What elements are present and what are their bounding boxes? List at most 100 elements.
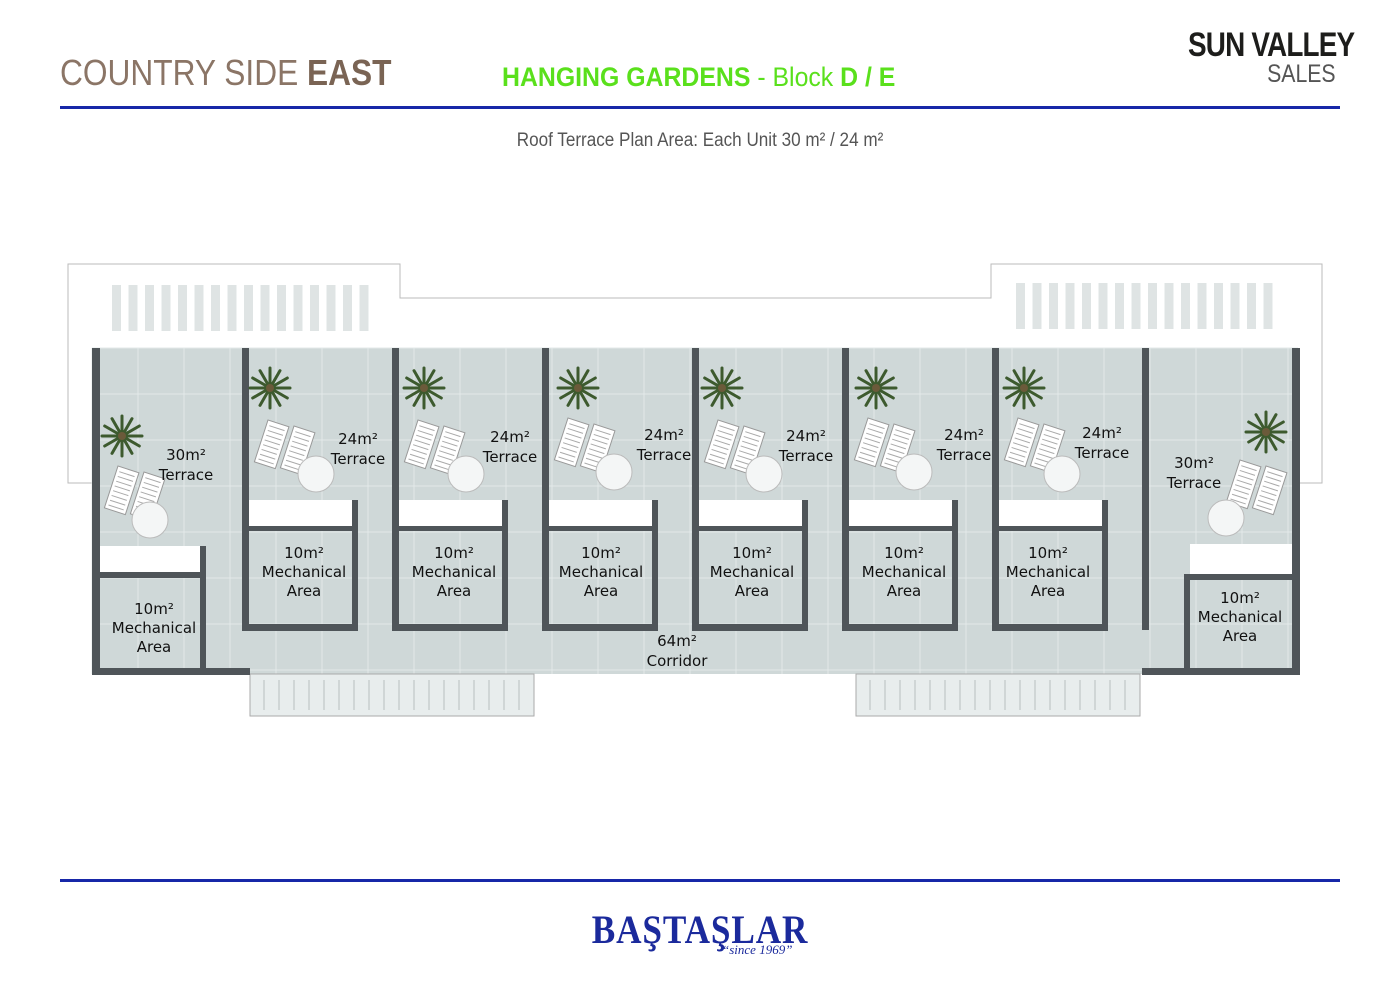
lounger-slat bbox=[1008, 456, 1024, 463]
wall bbox=[999, 526, 1102, 531]
lounger-slat bbox=[419, 425, 435, 432]
counter bbox=[549, 500, 652, 526]
lounger-slat bbox=[892, 438, 908, 445]
counter bbox=[249, 500, 352, 526]
solar-panel bbox=[1197, 283, 1207, 329]
mechanical-area-value: 10m² bbox=[1028, 544, 1068, 562]
mechanical-label: Mechanical bbox=[559, 563, 643, 581]
lounger-slat bbox=[290, 445, 307, 452]
footer: BAŞTAŞLAR “since 1969” bbox=[0, 906, 1400, 957]
wall bbox=[699, 526, 802, 531]
wall bbox=[652, 500, 658, 631]
lounger-slat bbox=[445, 431, 461, 438]
lounger-frame bbox=[1003, 417, 1040, 468]
lounger-frame bbox=[703, 419, 740, 470]
lounger-slat bbox=[738, 450, 755, 457]
solar-panel bbox=[359, 285, 369, 331]
mechanical-area-value: 10m² bbox=[732, 544, 772, 562]
mechanical-label: Area bbox=[887, 582, 922, 600]
sun-lounger-icon bbox=[403, 419, 440, 470]
mechanical-label: Mechanical bbox=[862, 563, 946, 581]
lounger-slat bbox=[866, 432, 882, 439]
wall bbox=[849, 526, 952, 531]
solar-panel bbox=[260, 285, 270, 331]
sun-lounger-icon bbox=[853, 417, 890, 468]
solar-panel bbox=[161, 285, 171, 331]
lounger-frame bbox=[853, 417, 890, 468]
mechanical-label: Mechanical bbox=[412, 563, 496, 581]
wall bbox=[392, 624, 508, 631]
palm-trunk bbox=[574, 384, 582, 392]
bastaslar-logo: BAŞTAŞLAR bbox=[591, 907, 809, 952]
solar-panel bbox=[1247, 283, 1256, 329]
lounger-slat bbox=[409, 453, 426, 460]
counter bbox=[849, 500, 952, 526]
lounger-slat bbox=[288, 450, 305, 457]
lounger-slat bbox=[116, 480, 132, 487]
wall bbox=[1184, 574, 1190, 670]
mechanical-label: Mechanical bbox=[1198, 608, 1282, 626]
lounger-slat bbox=[562, 442, 579, 449]
palm-plant-icon bbox=[100, 414, 144, 458]
lounger-slat bbox=[1042, 438, 1058, 445]
umbrella-icon bbox=[895, 453, 933, 491]
palm-plant-icon bbox=[854, 366, 898, 410]
lounger-slat bbox=[1238, 474, 1254, 481]
wall bbox=[842, 348, 849, 630]
lounger-slat bbox=[1040, 443, 1057, 450]
lounger-slat bbox=[712, 444, 729, 451]
mechanical-label: Mechanical bbox=[112, 619, 196, 637]
sun-lounger-icon bbox=[703, 419, 740, 470]
lounger-slat bbox=[285, 459, 302, 466]
lounger-slat bbox=[559, 451, 576, 458]
wall bbox=[549, 526, 652, 531]
wall bbox=[249, 526, 352, 531]
lounger-slat bbox=[261, 448, 277, 455]
lounger-slat bbox=[592, 438, 608, 445]
lounger-slat bbox=[893, 433, 910, 440]
mechanical-label: Mechanical bbox=[262, 563, 346, 581]
lounger-slat bbox=[119, 471, 135, 478]
lounger-slat bbox=[590, 443, 607, 450]
terrace-label: Terrace bbox=[1166, 474, 1222, 492]
solar-panel bbox=[112, 285, 121, 331]
wall bbox=[992, 348, 999, 630]
wall bbox=[242, 624, 358, 631]
solar-panel bbox=[1181, 283, 1190, 329]
lounger-slat bbox=[1265, 475, 1282, 482]
wall bbox=[1142, 348, 1149, 630]
wall bbox=[392, 348, 399, 630]
sun-lounger-icon bbox=[1251, 465, 1288, 516]
solar-panel bbox=[145, 285, 154, 331]
lounger-slat bbox=[266, 434, 282, 441]
lounger-slat bbox=[864, 437, 881, 444]
lounger-slat bbox=[742, 440, 758, 447]
mechanical-label: Area bbox=[287, 582, 322, 600]
wall bbox=[92, 668, 250, 675]
lounger-frame bbox=[879, 423, 916, 474]
lounger-slat bbox=[1014, 437, 1031, 444]
wall bbox=[200, 546, 206, 670]
lounger-slat bbox=[1017, 427, 1034, 434]
lounger-slat bbox=[267, 429, 284, 436]
wall bbox=[242, 348, 249, 630]
solar-panel bbox=[227, 285, 237, 331]
lounger-slat bbox=[1267, 471, 1283, 478]
lounger-slat bbox=[858, 456, 874, 463]
lounger-slat bbox=[862, 442, 879, 449]
lounger-slat bbox=[287, 454, 303, 461]
wall bbox=[1102, 500, 1108, 631]
lounger-slat bbox=[714, 439, 731, 446]
project-name-bold: EAST bbox=[307, 52, 392, 93]
lounger-slat bbox=[284, 464, 300, 471]
project-name-light: COUNTRY SIDE bbox=[60, 52, 308, 93]
palm-trunk bbox=[718, 384, 726, 392]
lounger-slat bbox=[417, 429, 434, 436]
lounger-slat bbox=[869, 423, 885, 430]
counter bbox=[399, 500, 502, 526]
palm-trunk bbox=[872, 384, 880, 392]
lounger-frame bbox=[1251, 465, 1288, 516]
lounger-slat bbox=[709, 453, 726, 460]
sun-lounger-icon bbox=[253, 419, 290, 470]
